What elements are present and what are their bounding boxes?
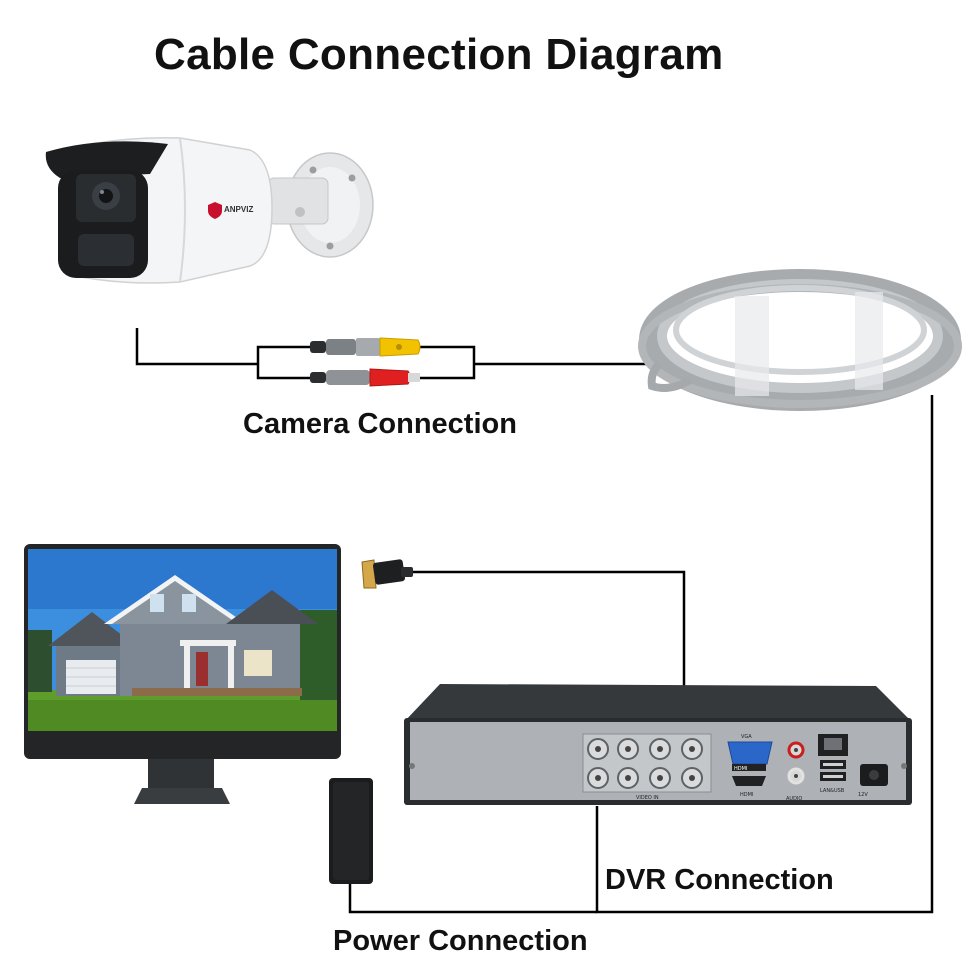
cable-to-dvr-wire bbox=[595, 395, 934, 914]
dc-power-port: 12V bbox=[858, 764, 888, 798]
camera-mount bbox=[267, 152, 374, 258]
hdmi-wire bbox=[413, 570, 686, 686]
lan-usb-ports: LAN&USB bbox=[818, 734, 848, 794]
hdmi-plug bbox=[361, 559, 413, 589]
vga-label: VGA bbox=[741, 734, 752, 740]
diagram-title: Cable Connection Diagram bbox=[154, 30, 724, 79]
camera-hood bbox=[45, 141, 168, 178]
house-image bbox=[28, 549, 337, 731]
lan-usb-label: LAN&USB bbox=[820, 788, 845, 794]
vga-port: VGA bbox=[727, 734, 773, 765]
camera-drop-wire bbox=[135, 328, 258, 366]
camera-brand-text: ANPVIZ bbox=[224, 205, 253, 214]
dc-power-plug bbox=[310, 368, 420, 387]
hdmi-label: HDMI bbox=[740, 792, 753, 798]
audio-ports: AUDIO bbox=[786, 741, 805, 802]
camera-connection-label: Camera Connection bbox=[243, 408, 517, 440]
power-adapter bbox=[329, 778, 373, 884]
bnc-video-plug bbox=[310, 337, 421, 357]
power-supply-wire bbox=[348, 884, 597, 914]
power-port-label: 12V bbox=[858, 792, 868, 798]
power-connection-label: Power Connection bbox=[333, 925, 588, 957]
anpviz-logo: ANPVIZ bbox=[208, 202, 253, 219]
dvr-recorder: VIDEO IN VGA HDMI HDMI AUDIO bbox=[404, 684, 912, 805]
hdmi-port: HDMI HDMI bbox=[732, 764, 766, 798]
monitor-stand-base bbox=[134, 788, 230, 804]
audio-label: AUDIO bbox=[786, 796, 802, 802]
dvr-connection-label: DVR Connection bbox=[605, 864, 834, 896]
hdmi-logo-top: HDMI bbox=[734, 766, 747, 772]
monitor-stand-neck bbox=[148, 759, 214, 789]
video-in-label: VIDEO IN bbox=[636, 795, 659, 801]
video-in-ports: VIDEO IN bbox=[582, 733, 712, 801]
bullet-camera: ANPVIZ bbox=[45, 137, 374, 284]
dvr-top bbox=[404, 684, 912, 722]
monitor bbox=[24, 544, 341, 804]
siamese-cable-coil bbox=[638, 269, 962, 411]
